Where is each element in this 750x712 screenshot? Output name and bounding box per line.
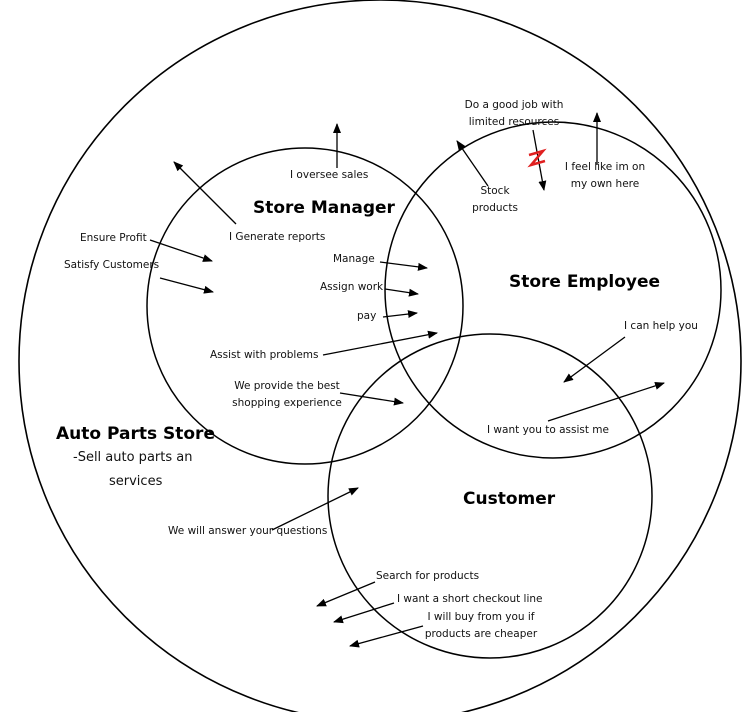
auto-parts-store-title: Auto Parts Store	[56, 424, 215, 444]
label-stock-products-line2: products	[472, 202, 518, 214]
arrow-assist-me	[547, 382, 665, 422]
label-search-for-products: Search for products	[376, 570, 480, 582]
label-stock-products-line1: Stock	[480, 185, 510, 197]
label-assign-work: Assign work	[320, 281, 384, 293]
label-best-experience-line2: shopping experience	[232, 397, 342, 409]
label-i-oversee-sales: I oversee sales	[290, 169, 369, 181]
label-ensure-profit: Ensure Profit	[80, 232, 147, 244]
auto-parts-store-description-line2: services	[109, 474, 163, 489]
label-i-generate-reports: I Generate reports	[229, 231, 326, 243]
label-good-job-line2: limited resources	[468, 116, 560, 128]
arrow-search-products	[316, 581, 376, 607]
arrow-cheaper	[349, 625, 424, 648]
store-employee-title: Store Employee	[509, 272, 661, 292]
customer-circle	[327, 333, 653, 659]
arrow-best-experience	[339, 392, 404, 406]
label-i-can-help-you: I can help you	[624, 320, 698, 332]
arrow-good-job	[532, 129, 547, 191]
label-feel-alone-line1: I feel like im on	[564, 161, 646, 173]
lightning-conflict-icon	[527, 148, 547, 168]
label-good-job: Do a good job with limited resources	[456, 97, 572, 131]
label-manage: Manage	[333, 253, 375, 265]
arrow-generate-reports	[173, 161, 237, 225]
store-employee-circle	[384, 121, 722, 459]
arrow-ensure-profit	[149, 239, 213, 262]
label-feel-alone: I feel like im on my own here	[557, 159, 653, 193]
auto-parts-store-description-line1: -Sell auto parts an	[73, 450, 193, 465]
label-buy-if-cheaper: I will buy from you if products are chea…	[418, 609, 544, 643]
label-assist-with-problems: Assist with problems	[210, 349, 319, 361]
label-satisfy-customers: Satisfy Customers	[64, 259, 160, 271]
label-best-experience-line1: We provide the best	[234, 380, 340, 392]
arrow-manage	[379, 261, 428, 271]
label-stock-products: Stock products	[463, 183, 527, 217]
label-best-experience: We provide the best shopping experience	[226, 378, 348, 412]
arrow-satisfy-customers	[159, 277, 214, 294]
customer-title: Customer	[463, 489, 556, 509]
store-manager-title: Store Manager	[253, 198, 395, 218]
arrow-assist-with-problems	[322, 330, 438, 356]
label-buy-if-cheaper-line2: products are cheaper	[424, 628, 538, 640]
label-good-job-line1: Do a good job with	[464, 99, 564, 111]
auto-parts-store-circle	[18, 0, 742, 712]
arrow-pay	[382, 310, 418, 319]
store-manager-circle	[146, 147, 464, 465]
arrow-short-checkout	[333, 602, 395, 624]
label-i-want-you-to-assist-me: I want you to assist me	[487, 424, 609, 436]
label-short-checkout: I want a short checkout line	[397, 593, 543, 605]
arrow-stock-products	[456, 140, 489, 187]
label-we-will-answer: We will answer your questions	[168, 525, 328, 537]
label-feel-alone-line2: my own here	[570, 178, 640, 190]
label-pay: pay	[357, 310, 377, 322]
label-buy-if-cheaper-line1: I will buy from you if	[427, 611, 535, 623]
arrow-assign-work	[384, 288, 419, 297]
arrow-answer-questions	[271, 487, 359, 531]
arrow-i-can-help-you	[563, 336, 626, 383]
